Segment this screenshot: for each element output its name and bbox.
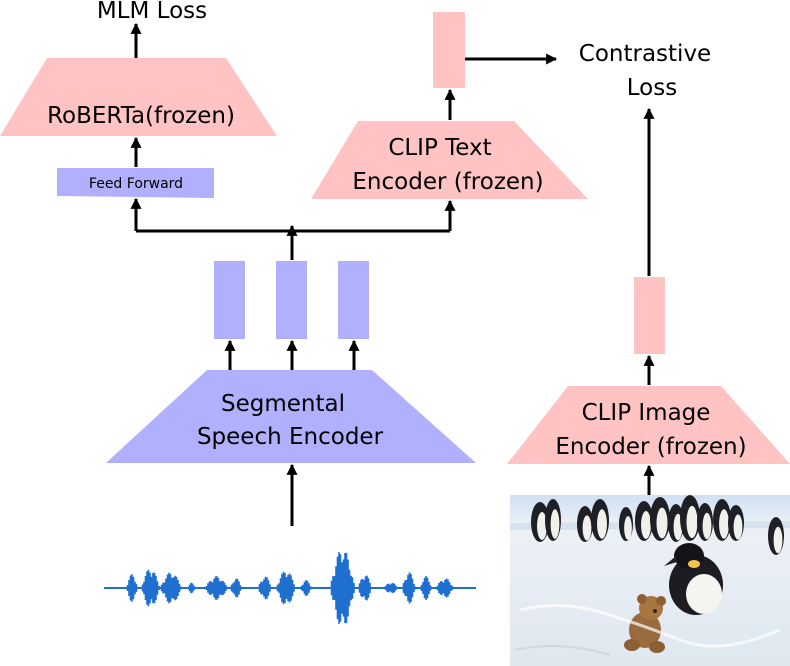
roberta-block (0, 58, 277, 136)
background-penguin-belly (582, 515, 592, 541)
background-penguin-belly (624, 516, 632, 540)
speech-waveform-icon (104, 552, 476, 624)
clip-text-encoder-block (311, 121, 588, 199)
clip-image-encoder-block (507, 386, 790, 464)
roberta-label: RoBERTa(frozen) (47, 103, 235, 129)
segmental-speech-encoder-label-line1: Segmental (221, 391, 345, 417)
segmental-speech-encoder-label-line2: Speech Encoder (197, 424, 384, 450)
clip-text-encoder-label-line2: Encoder (frozen) (352, 169, 543, 195)
contrastive-loss-label-line2: Loss (627, 75, 677, 101)
background-penguin-belly (719, 509, 729, 539)
background-penguin-belly (773, 526, 783, 554)
segment-embedding-1 (214, 261, 245, 339)
teddy-bear (624, 594, 666, 653)
background-penguin-belly (550, 509, 560, 539)
segment-embedding-3 (338, 261, 369, 339)
background-penguin-belly (537, 512, 547, 540)
contrastive-loss-label-line1: Contrastive (579, 41, 711, 67)
segmental-speech-encoder-block (106, 370, 476, 463)
background-penguin-belly (686, 505, 698, 539)
feed-forward-block (57, 168, 214, 198)
mlm-loss-label: MLM Loss (97, 0, 207, 24)
background-penguin-belly (641, 511, 651, 539)
penguins-and-teddy-bear-photo (510, 495, 790, 666)
image-embedding-block (634, 277, 665, 354)
text-embedding-block (433, 12, 465, 88)
clip-text-encoder-label-line1: CLIP Text (388, 135, 491, 161)
background-penguin-belly (597, 509, 607, 539)
background-penguin-belly (656, 507, 668, 539)
segment-embedding-2 (276, 261, 307, 339)
background-penguin-belly (702, 512, 712, 540)
clip-image-encoder-label-line1: CLIP Image (582, 400, 711, 426)
clip-image-encoder-label-line2: Encoder (frozen) (555, 434, 746, 460)
feed-forward-label: Feed Forward (89, 176, 183, 192)
waveform-bursts (126, 552, 454, 624)
background-penguin-belly (733, 514, 743, 540)
